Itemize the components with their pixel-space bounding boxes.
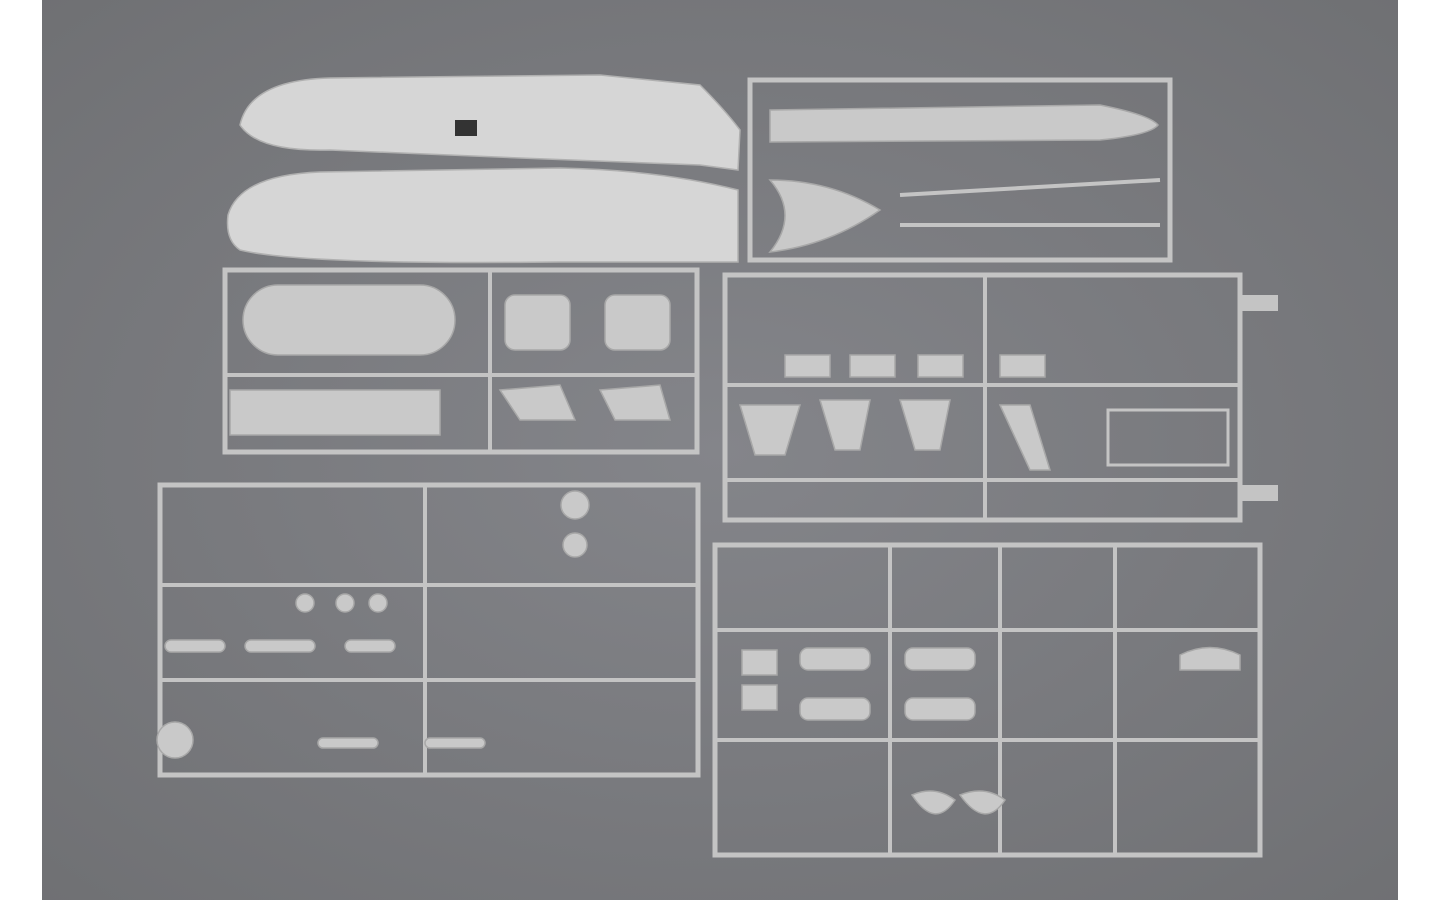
sprue-deck bbox=[747, 77, 1173, 263]
sprue-middle-right bbox=[722, 272, 1278, 523]
sprue-bottom-right bbox=[712, 542, 1263, 858]
model-kit-sprues-photo bbox=[42, 0, 1398, 900]
sprue-bottom-left bbox=[156, 482, 701, 778]
sprue-middle-left bbox=[222, 267, 700, 455]
hull-half-upper bbox=[239, 74, 741, 171]
hull-half-lower bbox=[226, 167, 739, 264]
